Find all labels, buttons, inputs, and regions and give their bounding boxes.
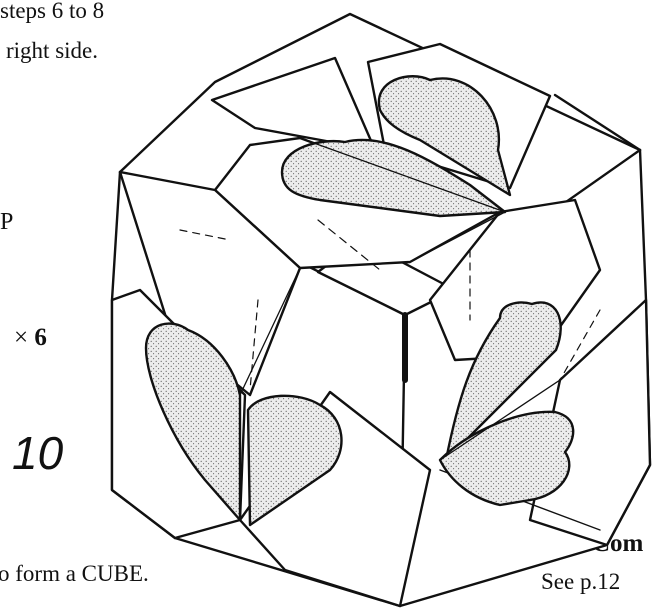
origami-cube-illustration — [0, 0, 656, 609]
